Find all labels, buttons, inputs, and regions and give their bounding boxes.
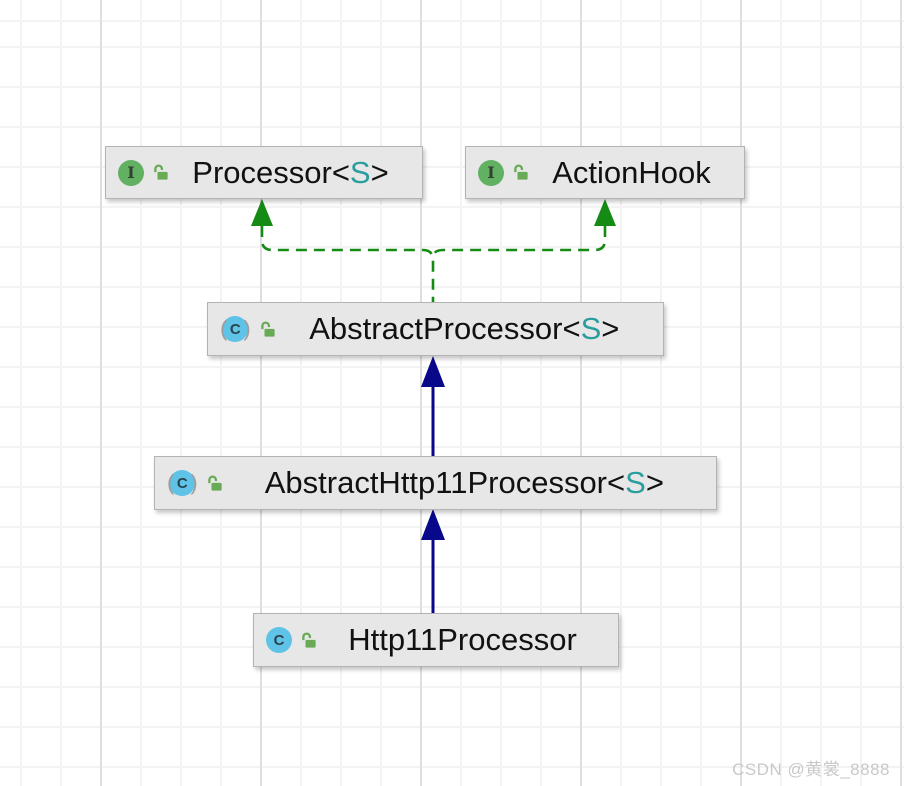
class-node-processor[interactable]: I Processor<S>: [105, 146, 423, 199]
node-label: ActionHook: [531, 155, 732, 191]
generic-close: >: [601, 311, 620, 346]
abstract-paren-open: (: [220, 316, 228, 341]
implements-arrowhead: [594, 199, 616, 226]
extends-arrowhead: [421, 356, 445, 387]
class-node-abstracthttp11processor[interactable]: ( C ) AbstractHttp11Processor<S>: [154, 456, 717, 510]
edge-implements-abstractprocessor-processor[interactable]: [251, 199, 435, 302]
abstract-paren-close: ): [190, 470, 198, 495]
abstract-paren-open: (: [167, 470, 175, 495]
class-circle-icon: C: [266, 627, 292, 653]
class-icon: C: [266, 627, 319, 653]
generic-close: >: [645, 465, 664, 500]
unlocked-padlock-icon: [260, 321, 275, 337]
generic-param: S: [349, 154, 371, 190]
node-label: Http11Processor: [319, 622, 606, 658]
node-label: AbstractHttp11Processor<S>: [225, 465, 704, 501]
edge-extends-abstracthttp11processor-abstractprocessor[interactable]: [421, 356, 445, 456]
generic-open: <: [331, 154, 350, 190]
generic-param: S: [580, 311, 602, 346]
interface-circle-icon: I: [478, 159, 504, 186]
node-label: Processor<S>: [171, 155, 410, 191]
interface-circle-icon: I: [118, 159, 144, 186]
class-circle-icon: C: [222, 316, 249, 342]
extends-arrowhead: [421, 509, 445, 540]
node-label-text: ActionHook: [552, 154, 711, 190]
edge-implements-abstractprocessor-actionhook[interactable]: [431, 199, 616, 259]
node-label: AbstractProcessor<S>: [278, 311, 651, 347]
abstract-class-icon: ( C ): [167, 470, 225, 496]
edge-extends-http11processor-abstracthttp11processor[interactable]: [421, 509, 445, 613]
node-label-text: AbstractHttp11Processor: [264, 465, 608, 500]
interface-icon: I: [478, 159, 531, 186]
unlocked-padlock-icon: [302, 632, 316, 648]
unlocked-padlock-icon: [207, 475, 222, 491]
generic-param: S: [625, 465, 646, 500]
class-node-abstractprocessor[interactable]: ( C ) AbstractProcessor<S>: [207, 302, 664, 356]
generic-open: <: [562, 311, 581, 346]
generic-close: >: [370, 154, 389, 190]
implements-arrowhead: [251, 199, 273, 226]
node-label-text: Http11Processor: [348, 622, 577, 657]
generic-open: <: [607, 465, 626, 500]
node-label-text: Processor: [192, 154, 332, 190]
class-node-actionhook[interactable]: I ActionHook: [465, 146, 745, 199]
class-node-http11processor[interactable]: C Http11Processor: [253, 613, 619, 667]
unlocked-padlock-icon: [154, 164, 168, 180]
unlocked-padlock-icon: [514, 164, 528, 180]
csdn-watermark: CSDN @黄裳_8888: [732, 760, 890, 779]
abstract-paren-close: ): [243, 316, 251, 341]
interface-icon: I: [118, 159, 171, 186]
node-label-text: AbstractProcessor: [309, 311, 563, 346]
abstract-class-icon: ( C ): [220, 316, 278, 342]
class-circle-icon: C: [169, 470, 196, 496]
